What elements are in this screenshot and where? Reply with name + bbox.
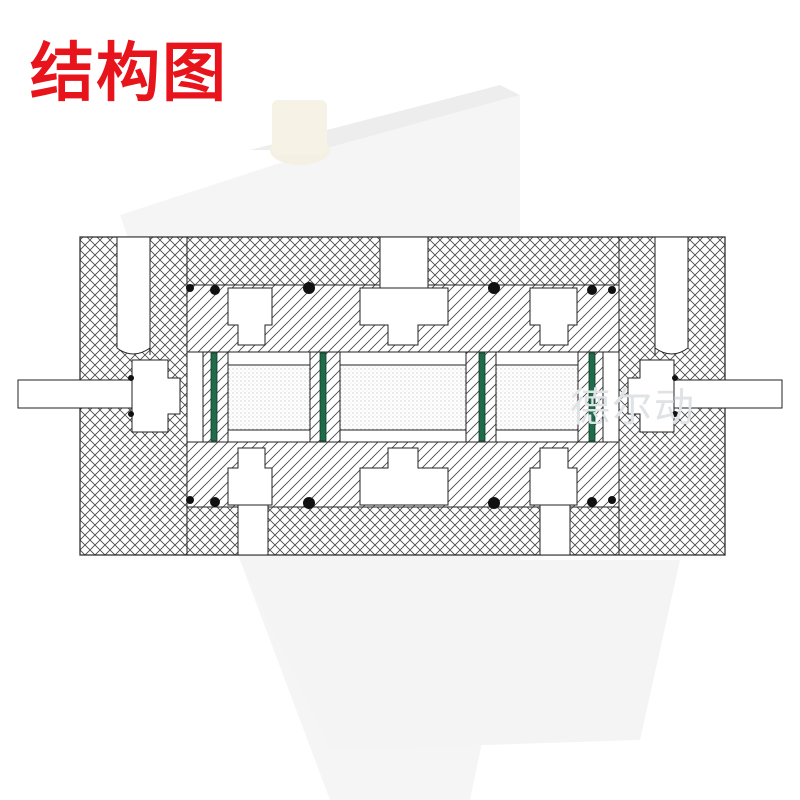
o-ring bbox=[303, 497, 315, 509]
o-ring bbox=[128, 411, 134, 417]
o-ring bbox=[587, 285, 597, 295]
o-ring bbox=[587, 497, 597, 507]
seal-ring bbox=[210, 352, 218, 442]
o-ring bbox=[488, 282, 500, 294]
o-ring bbox=[608, 496, 616, 504]
o-ring bbox=[303, 282, 315, 294]
left-actuator bbox=[17, 359, 181, 433]
seal-ring bbox=[478, 352, 486, 442]
o-ring bbox=[672, 411, 678, 417]
watermark-text: 德尔动 bbox=[570, 385, 696, 431]
seal-ring bbox=[319, 352, 327, 442]
o-rings bbox=[128, 282, 678, 509]
seal-ring bbox=[588, 352, 596, 442]
o-ring bbox=[488, 497, 500, 509]
page-title: 结构图 bbox=[30, 37, 228, 111]
o-ring bbox=[210, 285, 220, 295]
right-actuator bbox=[627, 359, 783, 433]
spool-bore bbox=[186, 351, 620, 443]
o-ring bbox=[672, 375, 678, 381]
o-ring bbox=[186, 284, 194, 292]
o-ring bbox=[210, 497, 220, 507]
o-ring bbox=[608, 286, 616, 294]
o-ring bbox=[186, 496, 194, 504]
o-ring bbox=[128, 375, 134, 381]
seal-rings bbox=[210, 352, 596, 442]
